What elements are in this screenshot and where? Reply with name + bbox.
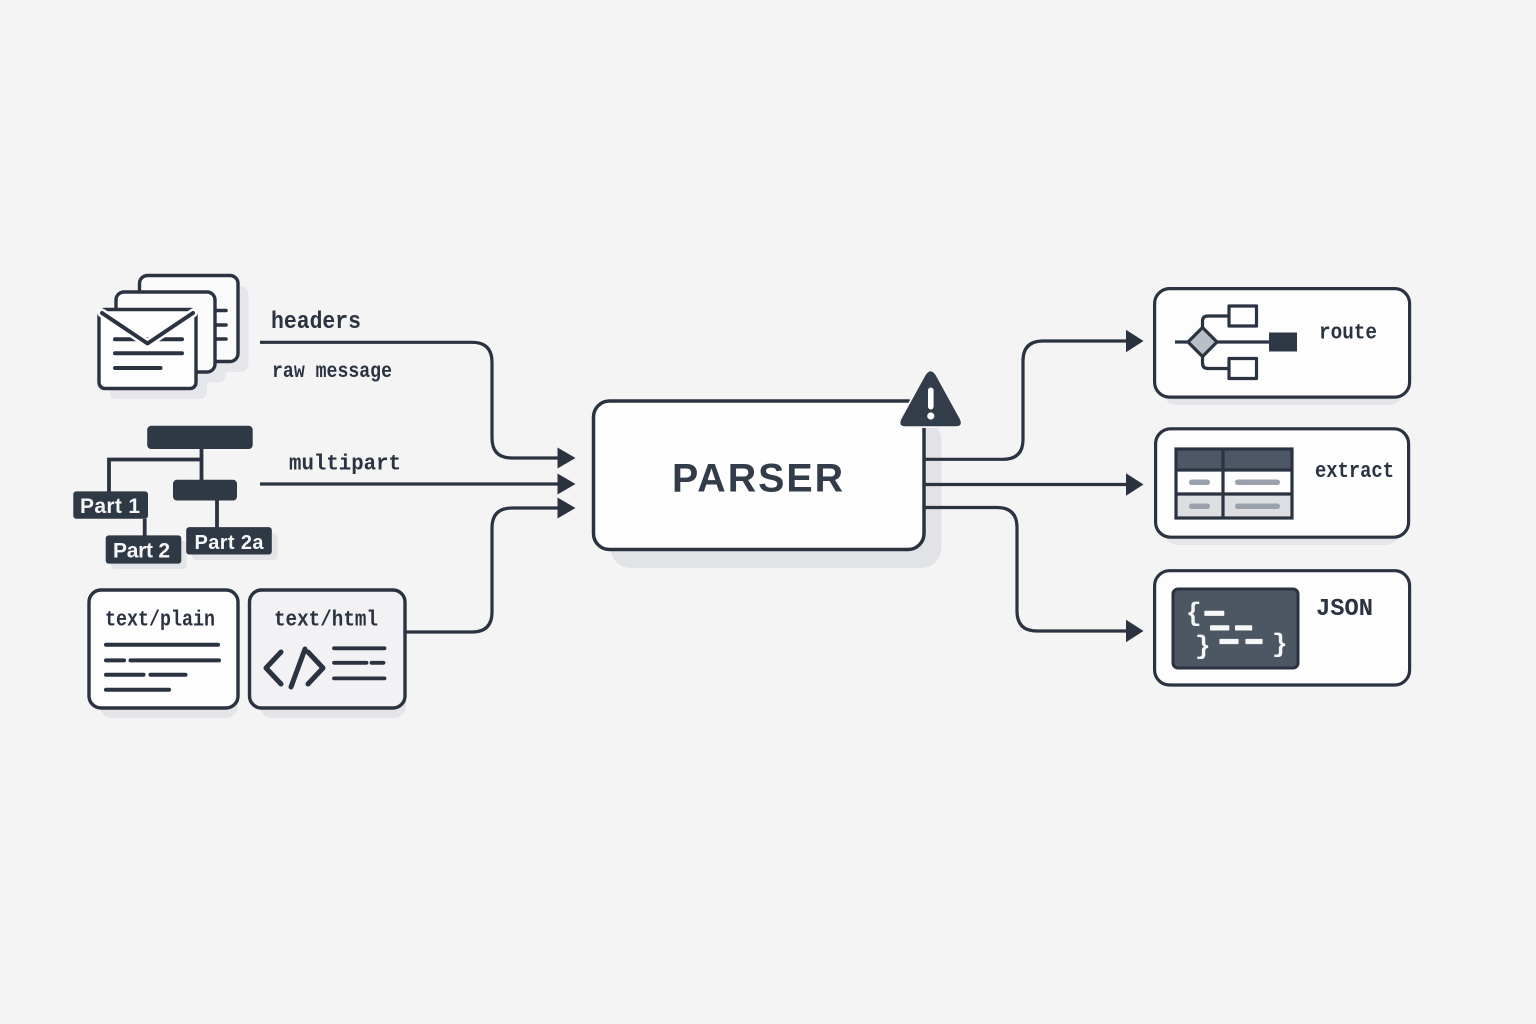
svg-text:PARSER: PARSER — [672, 457, 845, 501]
svg-text:}: } — [1272, 630, 1288, 660]
svg-text:extract: extract — [1315, 459, 1394, 484]
svg-text:text/html: text/html — [274, 608, 378, 633]
svg-text:Part 2: Part 2 — [113, 540, 170, 563]
svg-text:raw message: raw message — [272, 360, 392, 384]
svg-text:Part 1: Part 1 — [80, 495, 140, 518]
svg-text:multipart: multipart — [289, 452, 401, 477]
svg-text:headers: headers — [271, 309, 361, 336]
svg-text:}: } — [1195, 632, 1211, 662]
svg-text:Part 2a: Part 2a — [195, 532, 265, 554]
svg-text:text/plain: text/plain — [105, 608, 215, 633]
svg-text:route: route — [1319, 321, 1377, 346]
svg-text:{: { — [1186, 599, 1202, 629]
svg-text:JSON: JSON — [1316, 596, 1373, 623]
